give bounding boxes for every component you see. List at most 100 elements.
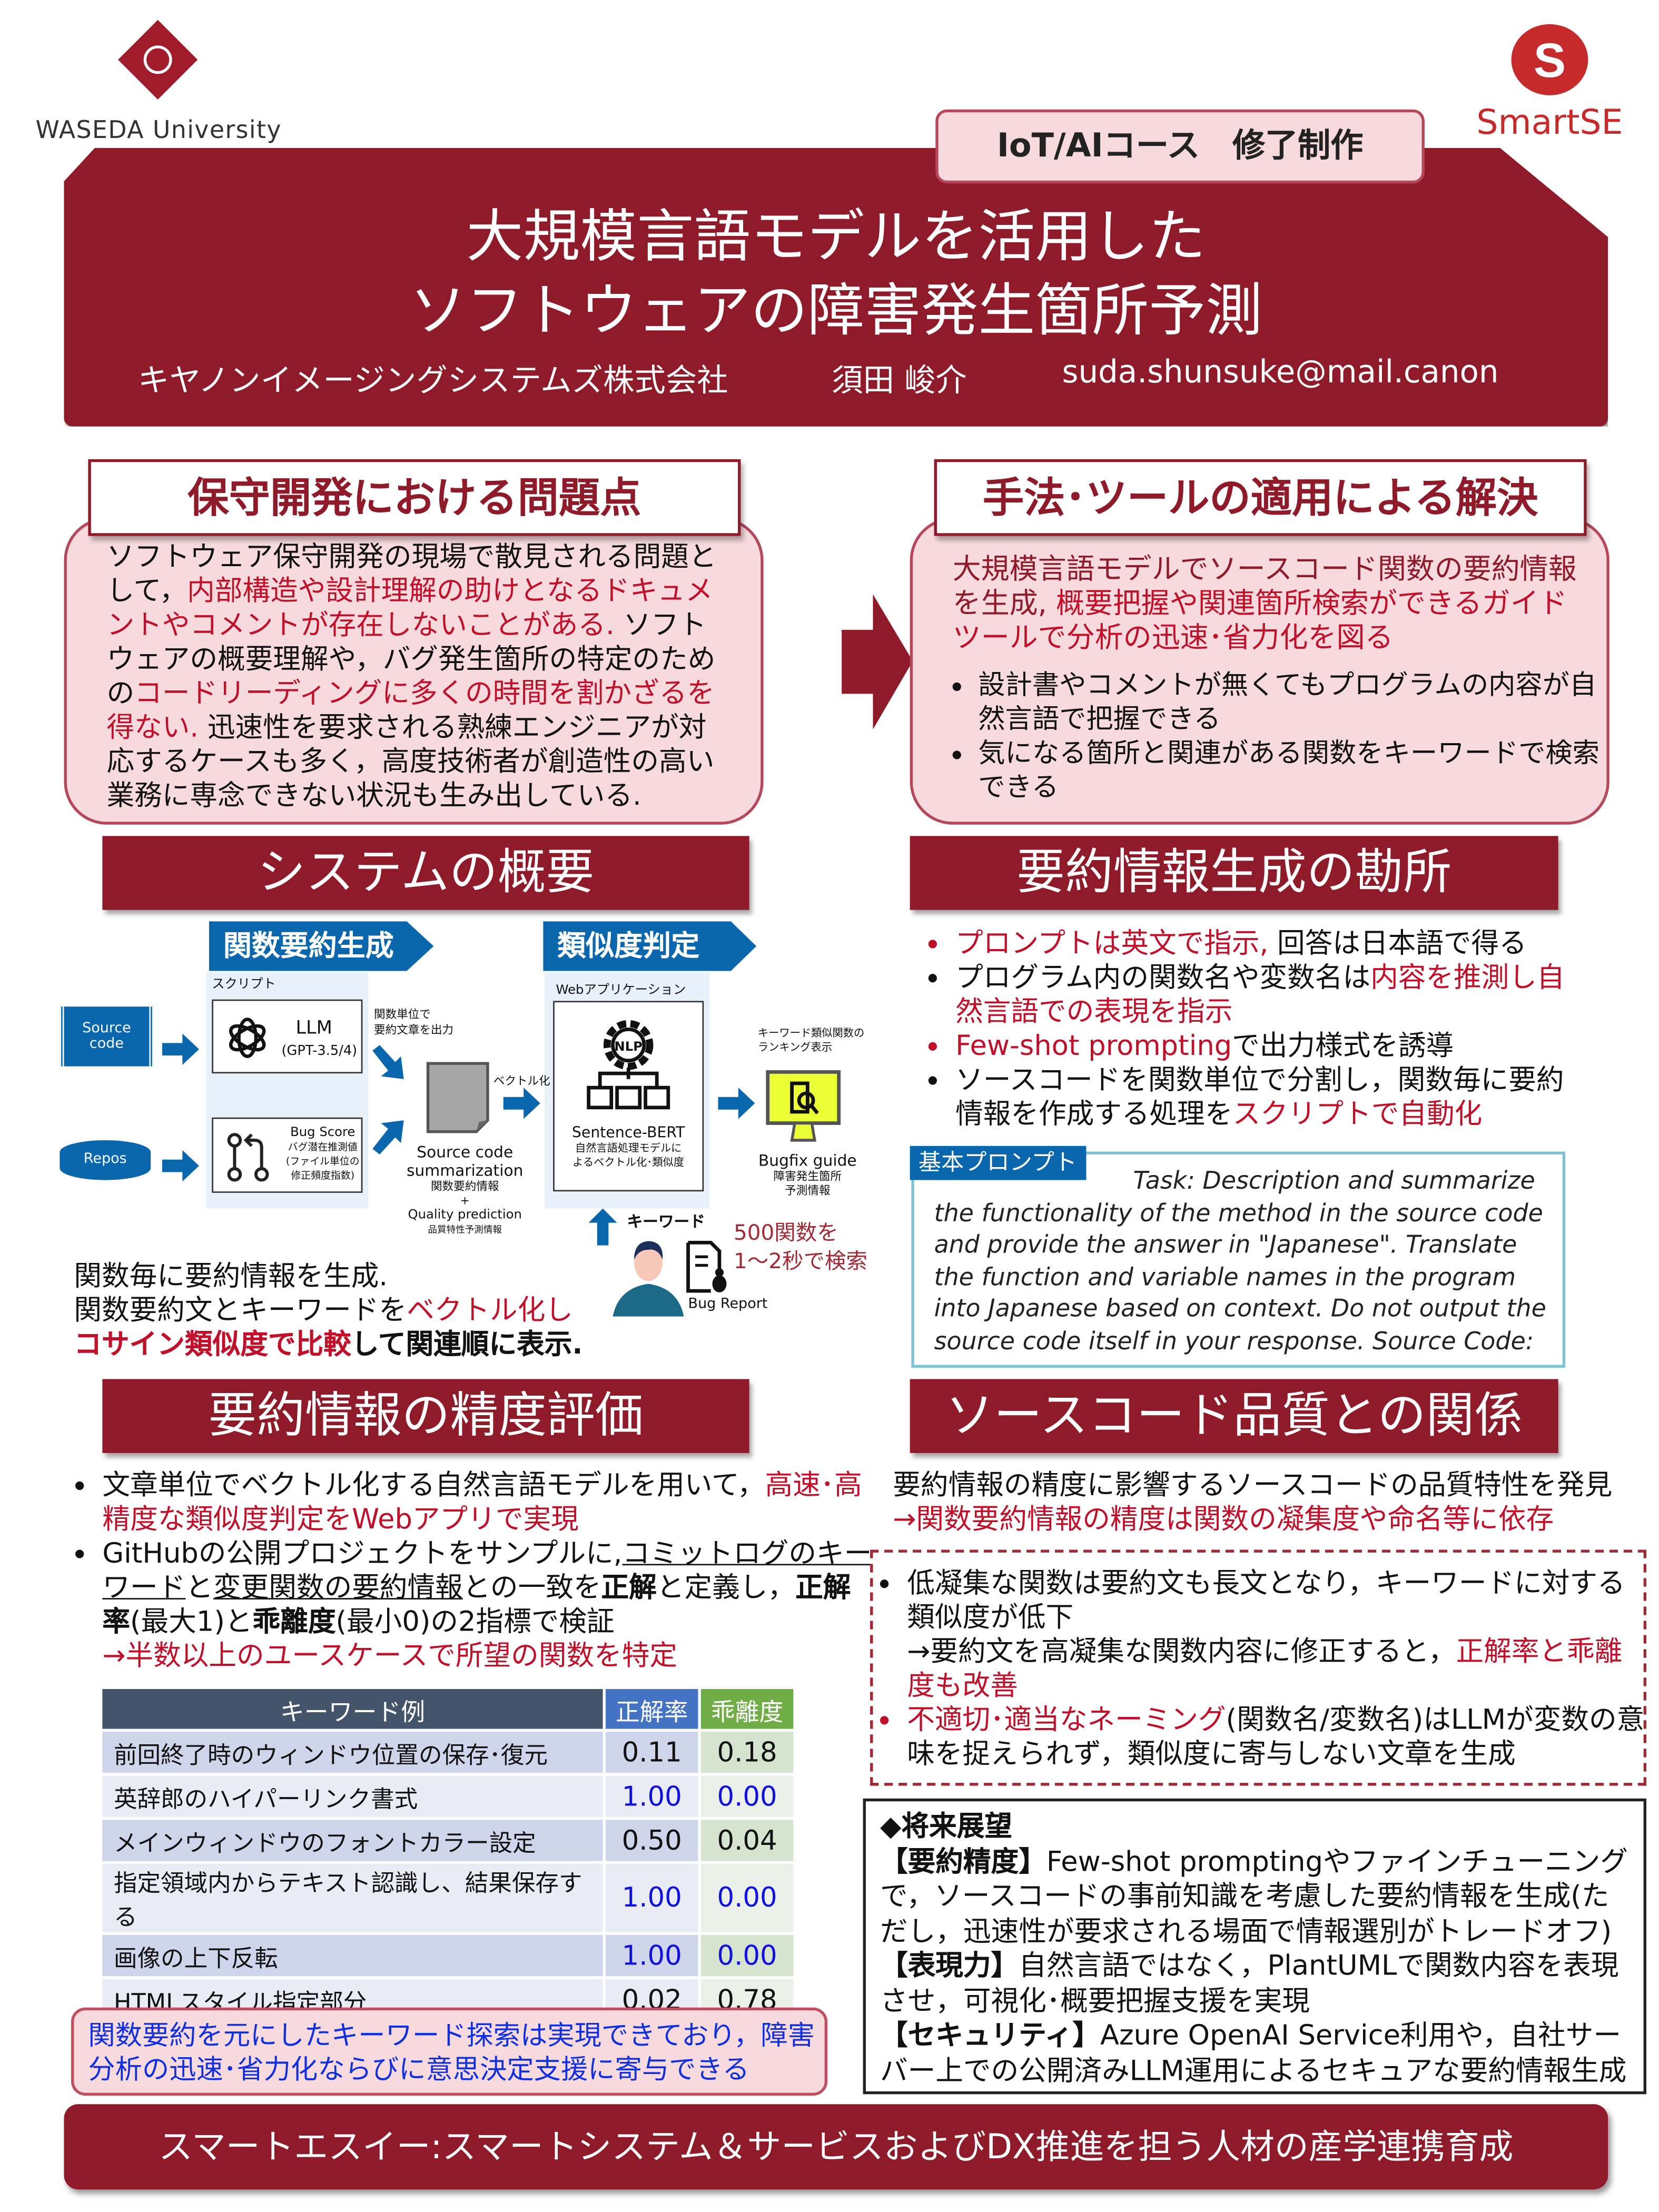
output-note-line: 要約文章を出力 [373, 1023, 454, 1036]
future-item: 【要約精度】Few-shot promptingやファインチューニングで，ソース… [880, 1845, 1630, 1949]
future-label: 【表現力】 [880, 1949, 1019, 1982]
bugfix-sub: 障害発生箇所 [773, 1170, 842, 1183]
future-text: 自然言語ではなく，PlantUMLで関数内容を表現させ，可視化･概要把握支援を実… [880, 1949, 1619, 2017]
future-item: 【セキュリティ】Azure OpenAI Service利用や，自社サーバー上で… [880, 2019, 1630, 2088]
body-text: GitHubの公開プロジェクトをサンプルに, [102, 1537, 623, 1570]
body-text: ソフトウェアの概要理解や，バグ発生箇所の特定のための [106, 608, 716, 710]
highlight-text: コミットログのキーワード [102, 1537, 872, 1604]
output-note-line: 関数単位で [373, 1008, 431, 1021]
body-text: との一致を [462, 1571, 601, 1604]
prompt-box: Task: Description and summarize the func… [911, 1151, 1566, 1368]
highlight-text: コードリーディングに多くの時間を割かざるを得ない. [106, 676, 715, 744]
monitor-search-icon [766, 1070, 841, 1142]
finding-text: →要約文を高凝集な関数内容に修正すると， [907, 1635, 1456, 1668]
banner-summary-generation: 関数要約生成 [209, 921, 434, 971]
system-heading: システムの概要 [102, 836, 749, 910]
solution-bullets: 設計書やコメントが無くてもプログラムの内容が自然言語で把握できる 気になる箇所と… [947, 668, 1609, 805]
tip-item: ソースコードを関数単位で分割し，関数毎に要約情報を作成する処理をスクリプトで自動… [955, 1063, 1588, 1132]
bug-score-sub: バグ潜在推測値 [288, 1141, 358, 1153]
company-name: キヤノンイメージングシステムズ株式会社 [137, 364, 728, 400]
solution-heading: 手法･ツールの適用による解決 [934, 459, 1587, 536]
conclusion-text: 関数要約を元にしたキーワード探索は実現できており，障害分析の迅速･省力化ならびに… [88, 2020, 815, 2086]
tips-bullets: プロンプトは英文で指示, 回答は日本語で得る プログラム内の関数名や変数名は内容… [924, 927, 1588, 1132]
sbert-title: Sentence-BERT [571, 1124, 685, 1142]
bugfix-label: Bugfix guide 障害発生箇所 予測情報 [754, 1152, 862, 1199]
quality-findings: 低凝集な関数は要約文も長文となり，キーワードに対する類似度が低下→要約文を高凝集… [882, 1567, 1646, 1772]
evaluation-heading: 要約情報の精度評価 [102, 1379, 749, 1453]
col-accuracy: 正解率 [605, 1689, 698, 1729]
evaluation-bullet-text: GitHubの公開プロジェクトをサンプルに,コミットログのキーワードと変更関数の… [102, 1537, 872, 1638]
quality-lead-text: 要約情報の精度に影響するソースコードの品質特性を発見 [893, 1468, 1613, 1502]
keyword-cell: 前回終了時のウィンドウ位置の保存･復元 [102, 1731, 603, 1773]
prompt-label: 基本プロンプト [910, 1146, 1086, 1180]
finding-highlight: 不適切･適当なネーミング [907, 1703, 1226, 1736]
deviation-cell: 0.18 [700, 1731, 794, 1773]
quality-heading: ソースコード品質との関係 [910, 1379, 1558, 1453]
future-item: 【表現力】自然言語ではなく，PlantUMLで関数内容を表現させ，可視化･概要把… [880, 1949, 1630, 2019]
finding-text: 低凝集な関数は要約文も長文となり，キーワードに対する類似度が低下 [907, 1566, 1625, 1634]
openai-logo-icon [229, 1018, 266, 1058]
solution-lead: 大規模言語モデルでソースコード関数の要約情報を生成, 概要把握や関連箇所検索がで… [953, 551, 1578, 654]
highlight-text: 内容を推測し自然言語での表現を指示 [955, 961, 1565, 1028]
arrow-icon [162, 1033, 199, 1065]
highlight-text: スクリプトで自動化 [1232, 1098, 1483, 1131]
nlp-gear-icon: NLP [587, 1020, 670, 1110]
plus-sign: + [460, 1194, 470, 1207]
future-text: Few-shot promptingやファインチューニングで，ソースコードの事前… [880, 1844, 1628, 1947]
source-code-block: Source code [60, 1006, 154, 1066]
solution-panel: 大規模言語モデルでソースコード関数の要約情報を生成, 概要把握や関連箇所検索がで… [910, 517, 1609, 825]
source-code-label: Source code [82, 1021, 131, 1052]
summ-sub: 関数要約情報 [430, 1180, 499, 1193]
highlight-text: 正解 [601, 1571, 657, 1604]
waseda-emblem-icon [118, 19, 198, 100]
body-text: ソフトウェア保守開発の現場で散見される問題として， [106, 540, 717, 607]
summarization-label: Source code summarization 関数要約情報 + Quali… [391, 1143, 539, 1237]
evaluation-bullet: GitHubの公開プロジェクトをサンプルに,コミットログのキーワードと変更関数の… [102, 1537, 877, 1673]
waseda-logo: WASEDA University [35, 17, 291, 145]
speed-line: 1～2秒で検索 [733, 1248, 867, 1274]
highlight-text: 変更関数の要約情報 [213, 1571, 463, 1604]
tip-item: プログラム内の関数名や変数名は内容を推測し自然言語での表現を指示 [955, 961, 1588, 1030]
bug-score-box: Bug Score バグ潜在推測値 (ファイル単位の 修正頻度指数) [212, 1117, 363, 1193]
accuracy-cell: 1.00 [605, 1864, 698, 1932]
title-line-1: 大規模言語モデルを活用した [466, 204, 1206, 270]
repos-cylinder: Repos [60, 1140, 151, 1180]
footer-text: スマートエスイー:スマートシステム＆サービスおよびDX推進を担う人材の産学連携育… [159, 2127, 1514, 2167]
keyword-cell: メインウィンドウのフォントカラー設定 [102, 1820, 603, 1861]
caption-line: 関数毎に要約情報を生成. [74, 1259, 388, 1292]
quality-title: Quality prediction [408, 1208, 522, 1223]
title-line-2: ソフトウェアの障害発生箇所予測 [409, 279, 1263, 344]
body-text: 迅速性を要求される熟練エンジニアが対応するケースも多く，高度技術者が創造性の高い… [106, 710, 715, 812]
accuracy-cell: 1.00 [605, 1775, 698, 1817]
finding-highlight: 正解率と乖離度も改善 [907, 1635, 1623, 1702]
title-banner: 大規模言語モデルを活用した ソフトウェアの障害発生箇所予測 キヤノンイメージング… [64, 147, 1608, 427]
body-text: で出力様式を誘導 [1232, 1029, 1454, 1062]
col-keyword: キーワード例 [102, 1689, 603, 1729]
course-tab-label: IoT/AIコース 修了制作 [996, 127, 1364, 165]
diagonal-arrow-down-icon [372, 1045, 404, 1079]
body-text: 文章単位でベクトル化する自然言語モデルを用いて， [102, 1468, 765, 1502]
problem-text: ソフトウェア保守開発の現場で散見される問題として，内部構造や設計理解の助けとなる… [106, 540, 732, 813]
solution-bullet: 設計書やコメントが無くてもプログラムの内容が自然言語で把握できる [978, 668, 1609, 737]
llm-title: LLM [295, 1018, 332, 1040]
course-tab: IoT/AIコース 修了制作 [935, 109, 1425, 184]
bugfix-title: Bugfix guide [758, 1151, 857, 1170]
git-branch-icon [227, 1133, 269, 1182]
waseda-logo-text: WASEDA University [35, 116, 282, 145]
evaluation-bullet: 文章単位でベクトル化する自然言語モデルを用いて，高速･高精度な類似度判定をWeb… [102, 1469, 877, 1537]
highlight-text: 大規模言語モデルでソースコード関数の要約情報を生成, [952, 551, 1577, 620]
accuracy-cell: 0.11 [605, 1731, 698, 1773]
col-deviation: 乖離度 [700, 1689, 794, 1729]
speed-note: 500関数を 1～2秒で検索 [734, 1218, 867, 1275]
speed-line: 500関数を [733, 1220, 838, 1246]
accuracy-cell: 1.00 [605, 1935, 698, 1977]
sbert-sub: 自然言語処理モデルに [575, 1141, 682, 1154]
future-text: Azure OpenAI Service利用や，自社サーバー上での公開済みLLM… [880, 2019, 1627, 2087]
deviation-cell: 0.00 [700, 1935, 794, 1977]
nlp-badge: NLP [614, 1039, 643, 1054]
prompt-text: Task: Description and summarize the func… [934, 1167, 1546, 1356]
quality-lead: 要約情報の精度に影響するソースコードの品質特性を発見 →関数要約情報の精度は関数… [893, 1469, 1646, 1537]
